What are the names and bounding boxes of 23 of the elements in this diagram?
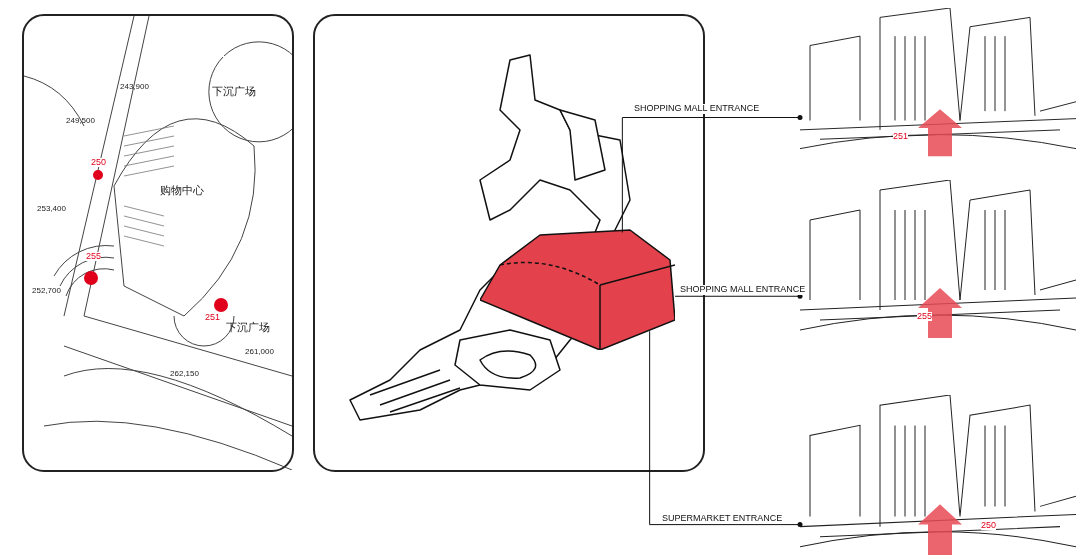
elevation-marker-label: 250 xyxy=(91,158,107,167)
edge-label: SHOPPING MALL ENTRANCE xyxy=(632,104,762,114)
leader-line xyxy=(649,330,803,528)
plan-label: 249,500 xyxy=(66,117,95,125)
edge-label: SUPERMARKET ENTRANCE xyxy=(660,514,785,524)
leader-line xyxy=(674,293,803,299)
plan-label: 购物中心 xyxy=(160,185,204,196)
entrance-view-drawing xyxy=(800,8,1076,158)
plan-label: 243,900 xyxy=(120,83,149,91)
entrance-view-drawing xyxy=(800,395,1076,557)
plan-label: 252,700 xyxy=(32,287,61,295)
elevation-marker-label: 251 xyxy=(205,313,221,322)
elevation-marker-label: 250 xyxy=(981,521,997,530)
leader-line xyxy=(621,115,803,233)
plan-label: 下沉广场 xyxy=(212,86,256,97)
plan-label: 262,150 xyxy=(170,370,199,378)
elevation-marker-label: 255 xyxy=(86,252,102,261)
plan-label: 253,400 xyxy=(37,205,66,213)
edge-label: SHOPPING MALL ENTRANCE xyxy=(678,285,808,295)
plan-label: 下沉广场 xyxy=(226,322,270,333)
plan-label: 261,000 xyxy=(245,348,274,356)
elevation-marker-label: 255 xyxy=(917,312,933,321)
elevation-marker-label: 251 xyxy=(893,132,909,141)
